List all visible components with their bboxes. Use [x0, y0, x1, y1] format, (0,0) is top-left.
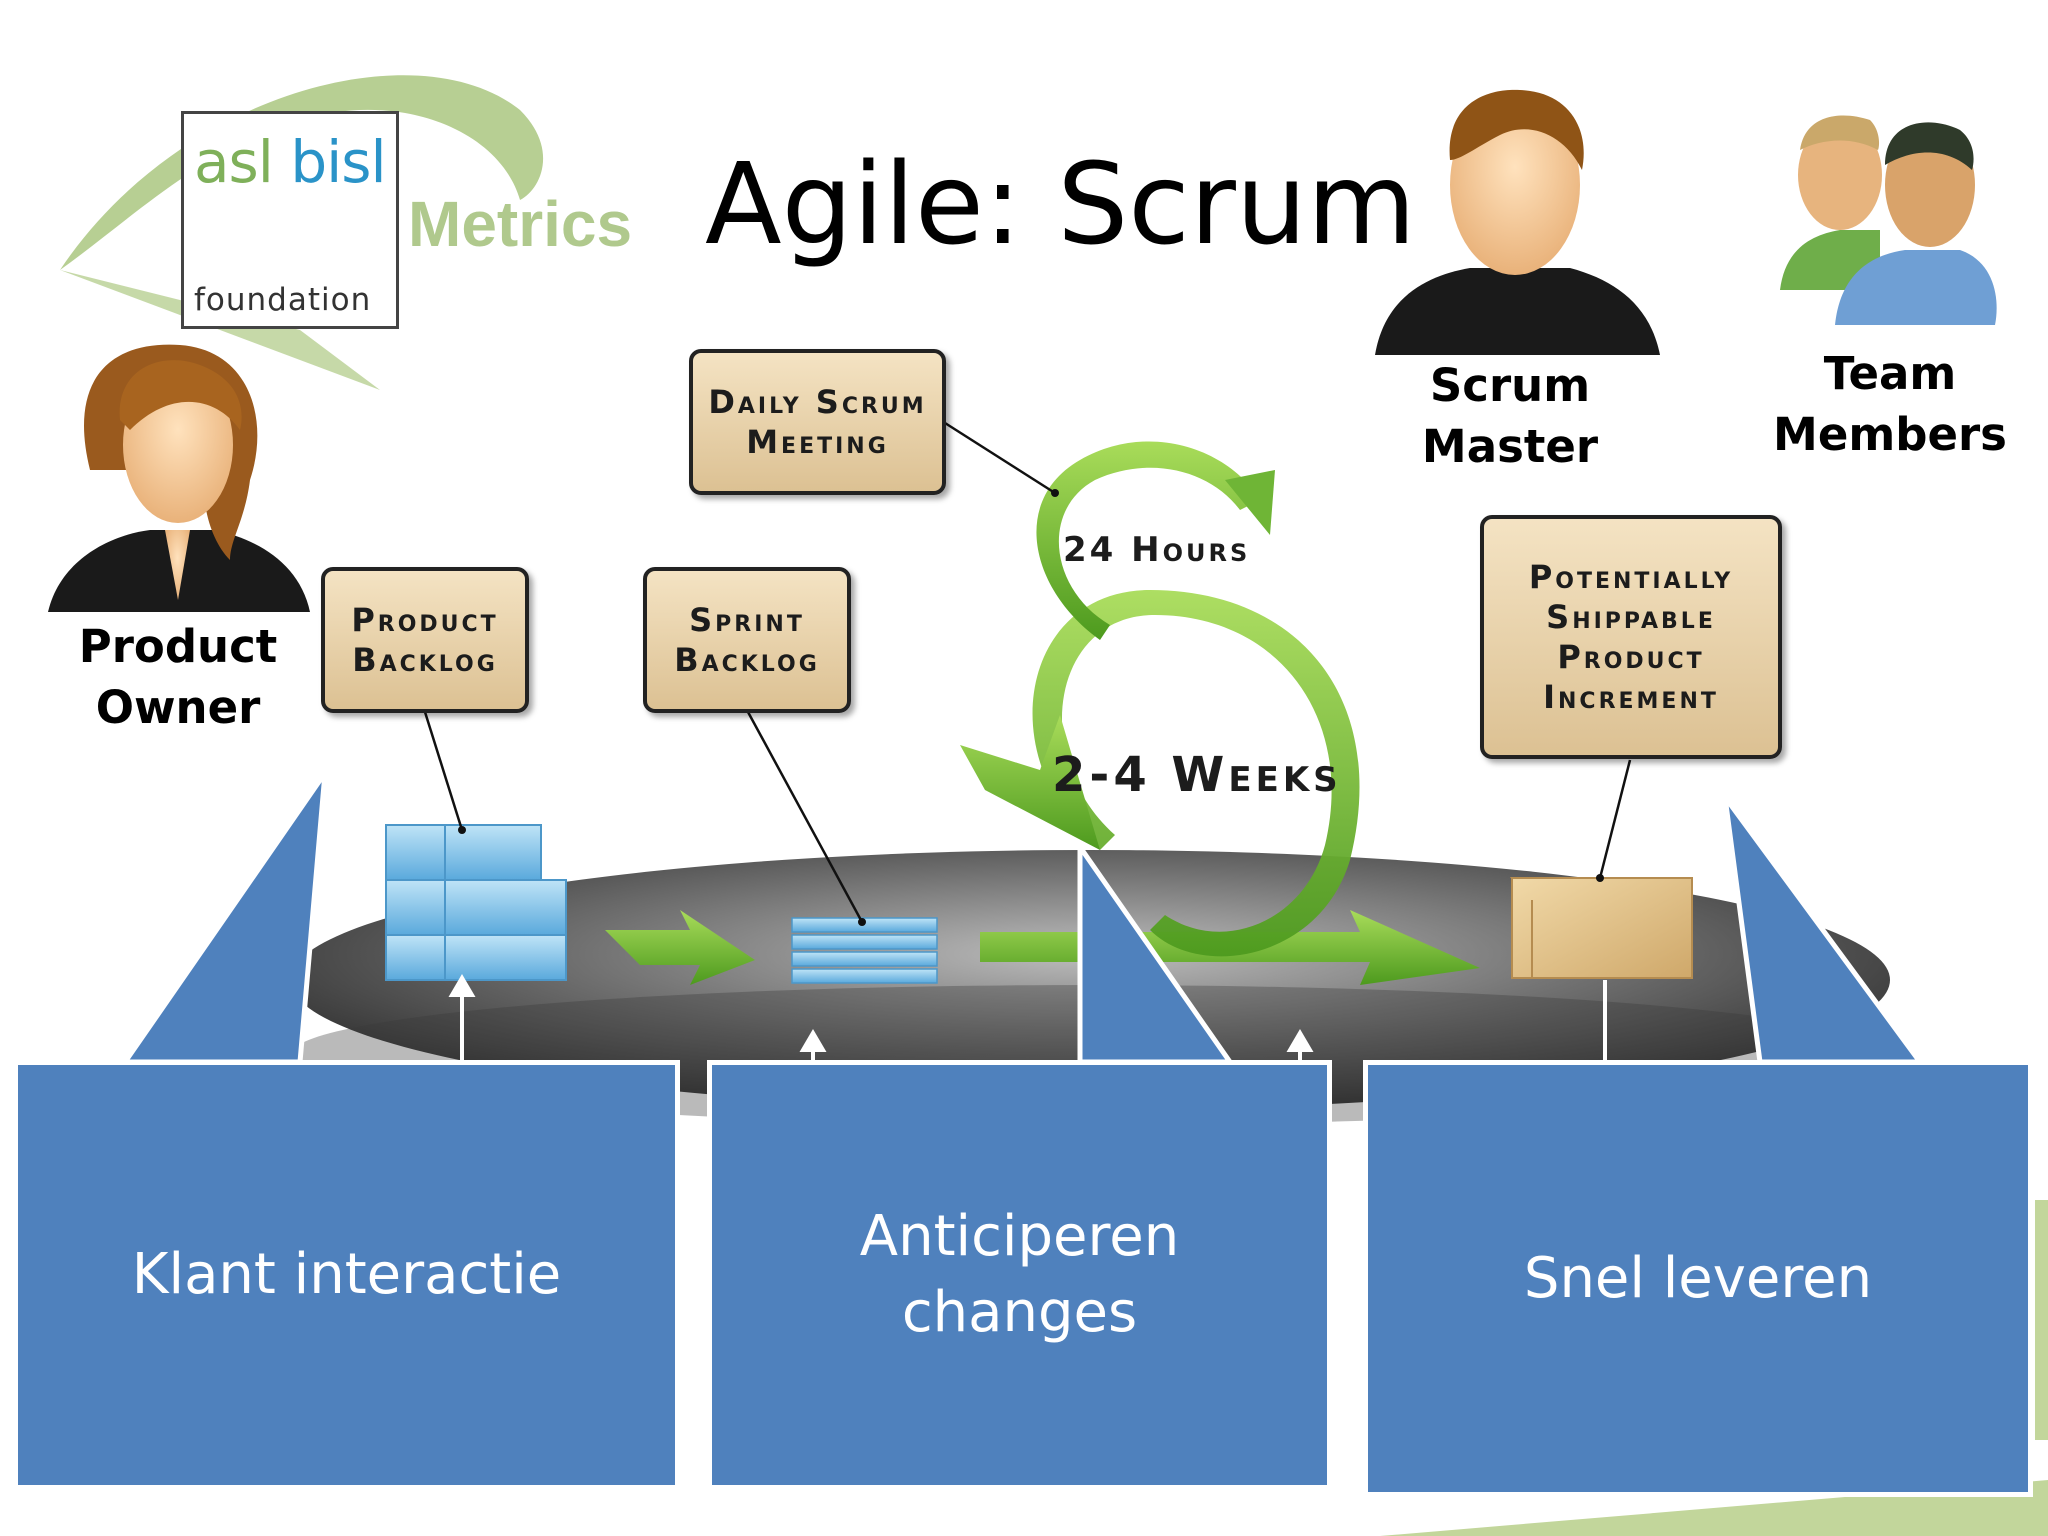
sprint-backlog-tag: Sprint Backlog: [643, 567, 851, 713]
connector-sprint-backlog: [746, 711, 864, 923]
product-backlog-stack: [385, 824, 567, 981]
callout-right: Snel leveren: [1363, 1060, 2033, 1497]
increment-label: Potentially Shippable Product Increment: [1528, 558, 1734, 716]
logo-metrics-text: Metrics: [408, 188, 633, 260]
product-backlog-tag: Product Backlog: [321, 567, 529, 713]
logo-asl-text: asl: [194, 128, 274, 196]
asl-bisl-logo: asl bisl foundation: [181, 111, 399, 329]
shipping-box: [1509, 877, 1693, 979]
callout-right-text: Snel leveren: [1523, 1245, 1873, 1311]
product-owner-label: Product Owner: [78, 620, 278, 734]
connector-product-backlog: [423, 711, 464, 831]
page-title: Agile: Scrum: [705, 140, 1416, 270]
callout-middle-text: Anticiperen changes: [859, 1204, 1180, 1345]
connector-increment: [1598, 759, 1632, 879]
right-edge-green-shape: [2035, 1200, 2048, 1440]
logo-foundation-text: foundation: [194, 282, 372, 318]
callout-left: Klant interactie: [13, 1060, 680, 1490]
daily-cycle-label: 24 Hours: [1063, 530, 1251, 570]
upward-arrows: [448, 974, 1607, 1060]
team-members-label: Team Members: [1773, 347, 2007, 461]
logo-wordmark: asl bisl: [194, 128, 387, 196]
logo-bisl-text: bisl: [290, 128, 386, 196]
increment-tag: Potentially Shippable Product Increment: [1480, 515, 1782, 759]
sprint-backlog-label: Sprint Backlog: [674, 601, 820, 679]
logo-swoosh: [60, 270, 380, 390]
daily-scrum-tag: Daily Scrum Meeting: [689, 349, 946, 495]
team-members-figure: [1780, 115, 1997, 325]
connector-daily-scrum: [944, 421, 1056, 495]
callout-left-pointer: [120, 763, 329, 1065]
scrum-master-figure: [1375, 89, 1660, 355]
backlog-to-sprint-arrow: [605, 910, 755, 985]
callout-right-pointer: [1722, 795, 1925, 1065]
sprint-backlog-stack: [791, 917, 938, 984]
callout-left-text: Klant interactie: [131, 1242, 562, 1307]
sprint-cycle-arrowhead: [960, 715, 1100, 850]
scrum-master-label: Scrum Master: [1421, 359, 1599, 473]
sprint-cycle-label: 2-4 Weeks: [1052, 747, 1342, 803]
callout-middle-pointer: [1077, 839, 1235, 1065]
product-owner-figure: [48, 344, 310, 612]
sprint-cycle-loop: [1032, 590, 1360, 957]
product-backlog-label: Product Backlog: [351, 601, 499, 679]
daily-cycle-arrowhead: [1225, 470, 1275, 535]
callout-middle: Anticiperen changes: [707, 1060, 1332, 1490]
daily-scrum-label: Daily Scrum Meeting: [708, 383, 927, 461]
